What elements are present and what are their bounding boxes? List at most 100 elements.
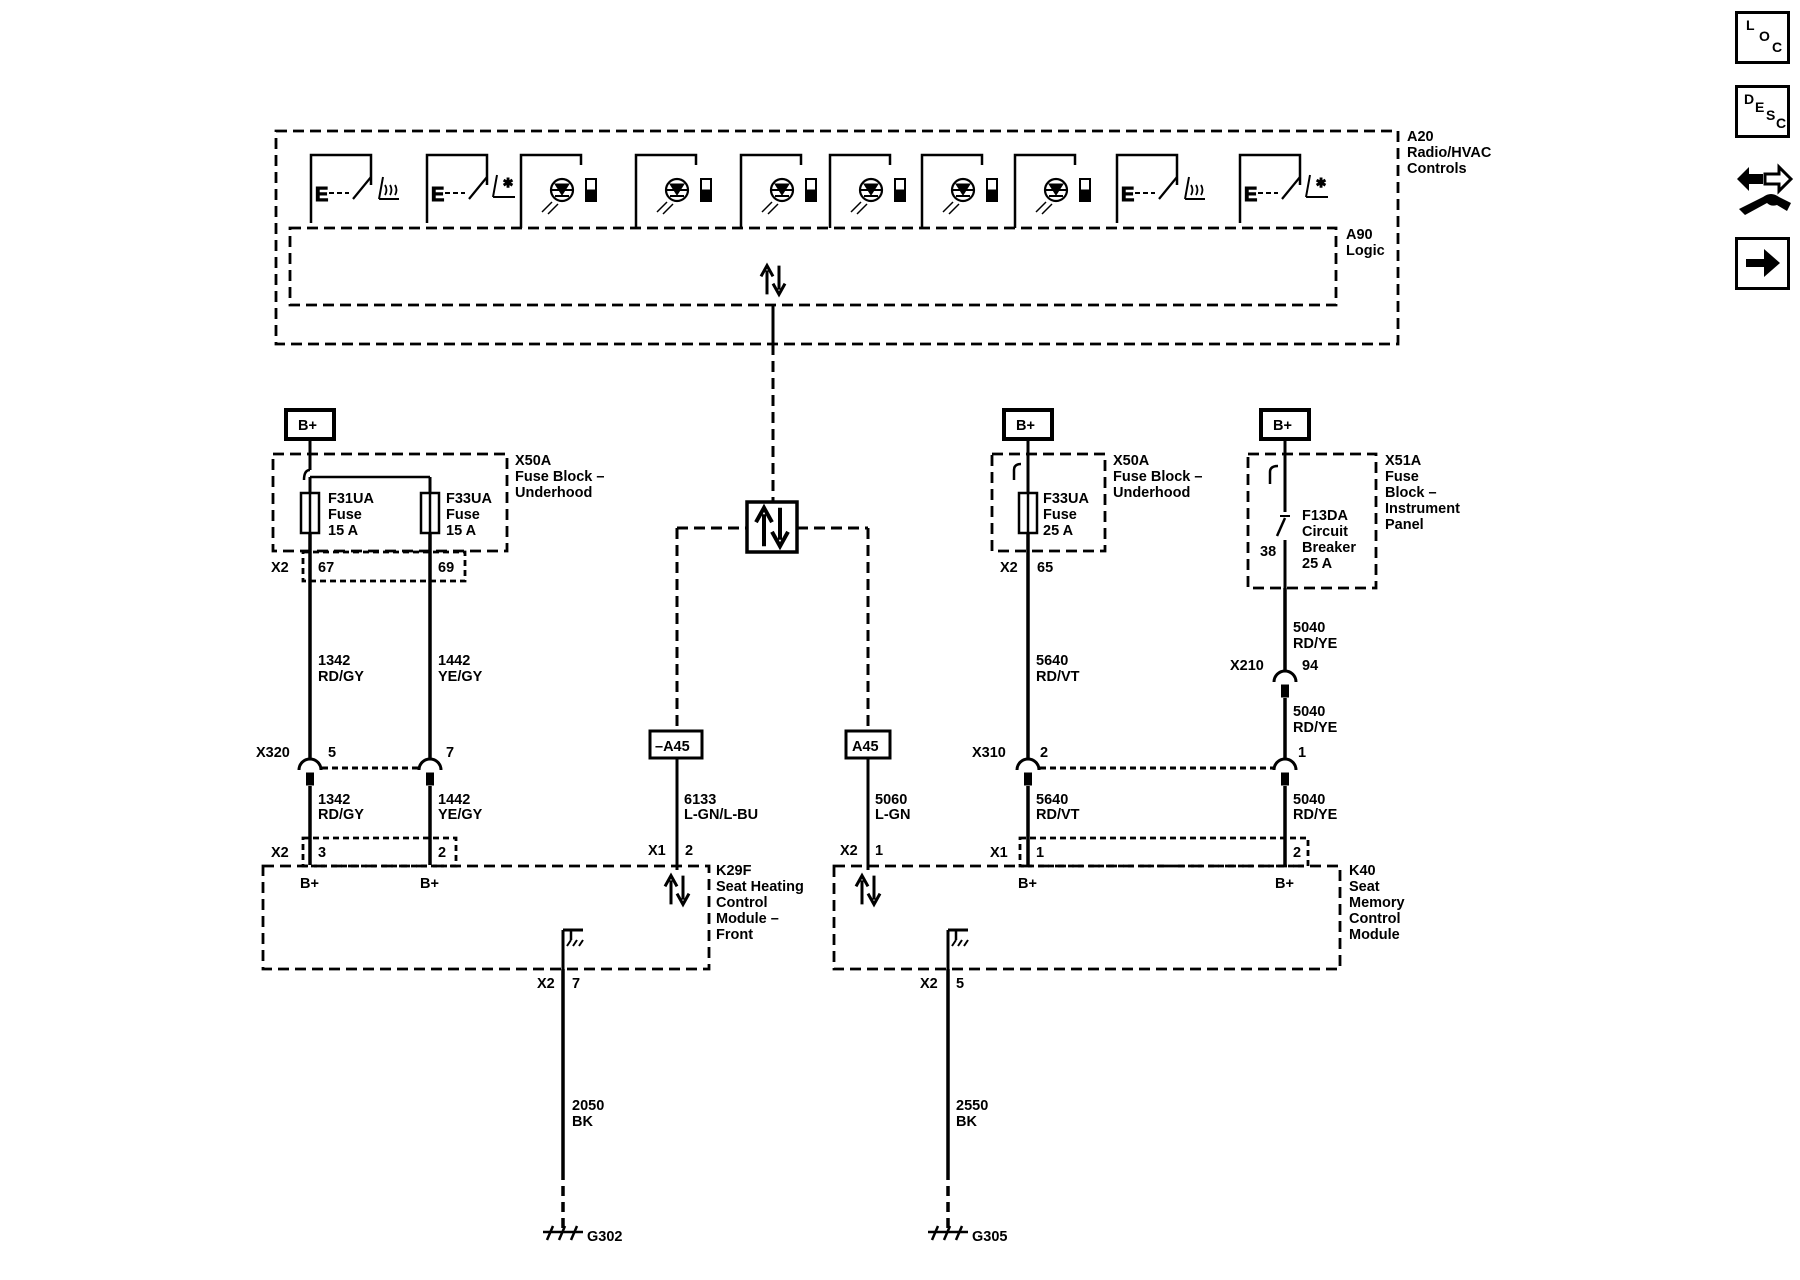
seat-cool-switch-icon xyxy=(1238,153,1330,225)
data-arrows xyxy=(759,262,787,298)
fuse-tab xyxy=(1268,464,1279,484)
wire-5040-color: RD/YE xyxy=(1293,720,1338,736)
x50a-left-name: Underhood xyxy=(515,485,592,501)
k40-x1-pin-1: 1 xyxy=(1036,845,1044,861)
x320-connector-label: X320 xyxy=(256,745,290,761)
k29f-x2-pin-7: 7 xyxy=(572,976,580,992)
x50a-left-fuse-block xyxy=(271,452,509,553)
k40-name: Control xyxy=(1349,911,1401,927)
wire-1342-number: 1342 xyxy=(318,792,350,808)
x50a-right-ref: X50A xyxy=(1113,453,1150,469)
loc-letter: L xyxy=(1746,17,1755,33)
wire-2050-color: BK xyxy=(572,1114,593,1130)
circuit-breaker-contact xyxy=(1275,517,1287,537)
k40-name: Memory xyxy=(1349,895,1405,911)
k29f-name: Module – xyxy=(716,911,779,927)
x50a-left-ref: X50A xyxy=(515,453,552,469)
wire-5640-number: 5640 xyxy=(1036,653,1068,669)
wire-2550-number: 2550 xyxy=(956,1098,988,1114)
a45-right-ref: A45 xyxy=(852,739,879,755)
x51a-name: Panel xyxy=(1385,517,1424,533)
inline-connector-pin xyxy=(426,772,434,786)
x50a-right-name: Fuse Block – xyxy=(1113,469,1202,485)
x210-connector-label: X210 xyxy=(1230,658,1264,674)
indicator-led-icon xyxy=(1034,177,1092,216)
inline-connector xyxy=(297,757,323,771)
indicator-frame xyxy=(519,153,583,228)
module-ground-bar xyxy=(566,939,572,947)
a20-radio-hvac-controls-box xyxy=(274,129,1400,346)
f33ua-right-type: Fuse xyxy=(1043,507,1077,523)
k40-x2-connector: X2 xyxy=(840,843,858,859)
k29f-x2-connector: X2 xyxy=(271,845,289,861)
wire-5040-color: RD/YE xyxy=(1293,636,1338,652)
f13da-ref: F13DA xyxy=(1302,508,1348,524)
wire-5640-color: RD/VT xyxy=(1036,669,1080,685)
wire-1342-number: 1342 xyxy=(318,653,350,669)
inline-connector-pin xyxy=(1024,772,1032,786)
wire-1442-number: 1442 xyxy=(438,792,470,808)
pin-69: 69 xyxy=(438,560,454,576)
x310-pin-1: 1 xyxy=(1298,745,1306,761)
x50a-right-fuse-block xyxy=(990,452,1107,553)
k40-x1-connector: X1 xyxy=(990,845,1008,861)
indicator-frame xyxy=(1013,153,1077,228)
next-arrow-icon xyxy=(1746,249,1780,277)
b-plus-label: B+ xyxy=(1016,418,1035,434)
k40-name: Module xyxy=(1349,927,1400,943)
data-arrows xyxy=(754,503,790,551)
desc-letter: D xyxy=(1744,91,1755,107)
module-ground-bar xyxy=(957,939,963,947)
desc-letter: S xyxy=(1766,107,1776,123)
loc-button[interactable]: L O C xyxy=(1735,11,1790,64)
k29f-x1-pin: 2 xyxy=(685,843,693,859)
k29f-ref: K29F xyxy=(716,863,752,879)
splice-pack-box xyxy=(745,500,799,554)
pin-65: 65 xyxy=(1037,560,1053,576)
a45-left-ref: –A45 xyxy=(655,739,690,755)
a20-name: Controls xyxy=(1407,161,1467,177)
f31ua-ref: F31UA xyxy=(328,491,374,507)
x310-connector-label: X310 xyxy=(972,745,1006,761)
k29f-x2-ground-connector: X2 xyxy=(537,976,555,992)
desc-letter: E xyxy=(1755,99,1765,115)
wire-6133-number: 6133 xyxy=(684,792,716,808)
desc-button[interactable]: D E S C xyxy=(1735,85,1790,138)
k29f-x2-pin-2: 2 xyxy=(438,845,446,861)
k29f-b-plus-2: B+ xyxy=(420,876,439,892)
b-plus-left-box xyxy=(284,408,336,441)
a90-logic-box xyxy=(288,226,1338,307)
next-button[interactable] xyxy=(1735,237,1790,290)
loc-letter: C xyxy=(1772,39,1783,55)
module-ground-bar xyxy=(578,939,584,947)
module-ground-bar xyxy=(951,939,957,947)
k40-b-plus-2: B+ xyxy=(1275,876,1294,892)
ground-g305-icon xyxy=(942,1225,952,1241)
k29f-b-plus-3: B+ xyxy=(300,876,319,892)
ground-g302-icon xyxy=(569,1225,579,1241)
ground-g302-icon xyxy=(557,1225,567,1241)
loc-letter: O xyxy=(1759,28,1770,44)
x51a-name: Block – xyxy=(1385,485,1437,501)
k40-seat-memory-module-box xyxy=(832,864,1342,971)
a20-ref: A20 xyxy=(1407,129,1434,145)
desc-letter: C xyxy=(1776,115,1787,131)
a90-ref: A90 xyxy=(1346,227,1373,243)
x320-pin-7: 7 xyxy=(446,745,454,761)
k40-b-plus-1: B+ xyxy=(1018,876,1037,892)
f33ua-right-ref: F33UA xyxy=(1043,491,1089,507)
wire-1442-number: 1442 xyxy=(438,653,470,669)
wire-1442-color: YE/GY xyxy=(438,807,483,823)
k29f-name: Control xyxy=(716,895,768,911)
k40-x2-pin-5: 5 xyxy=(956,976,964,992)
wire-5040-number: 5040 xyxy=(1293,792,1325,808)
f13da-pin: 38 xyxy=(1260,544,1276,560)
inline-connector-pin xyxy=(306,772,314,786)
connector-wrench-icon[interactable] xyxy=(1733,157,1795,219)
indicator-frame xyxy=(920,153,984,228)
a90-name: Logic xyxy=(1346,243,1385,259)
indicator-led-icon xyxy=(760,177,818,216)
f13da-detail: Circuit xyxy=(1302,524,1348,540)
inline-connector xyxy=(417,757,443,771)
